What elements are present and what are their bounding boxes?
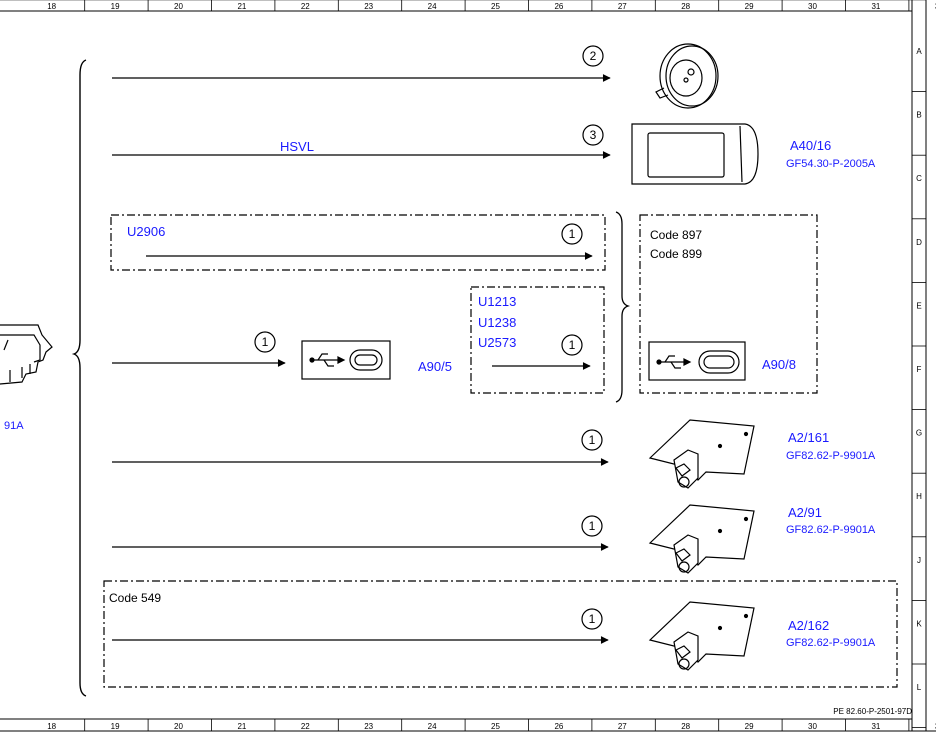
- svg-text:1: 1: [589, 519, 596, 533]
- a2-162-ref-link[interactable]: GF82.62-P-9901A: [786, 637, 876, 649]
- column-number: 26: [554, 2, 563, 11]
- a2-161-ref-link[interactable]: GF82.62-P-9901A: [786, 450, 876, 462]
- row-letter: D: [916, 238, 922, 247]
- marker-circle: 1: [581, 608, 603, 630]
- column-number: 30: [808, 722, 817, 731]
- column-number: 24: [428, 2, 437, 11]
- a2-161-label: A2/161: [788, 430, 829, 445]
- column-number: 23: [364, 722, 373, 731]
- svg-text:1: 1: [589, 433, 596, 447]
- marker-circle: 1: [561, 223, 583, 245]
- row-ruler: A B C D E F G H J K L: [912, 47, 926, 728]
- svg-text:1: 1: [569, 338, 576, 352]
- a2-91-label: A2/91: [788, 505, 822, 520]
- svg-text:1: 1: [589, 612, 596, 626]
- column-number: 21: [237, 2, 246, 11]
- row-letter: F: [917, 365, 922, 374]
- column-number: 31: [871, 722, 880, 731]
- column-number: 21: [237, 722, 246, 731]
- column-number: 20: [174, 2, 183, 11]
- document-reference: PE 82.60-P-2501-97D: [833, 707, 912, 716]
- optional-box-u2906: [110, 214, 606, 271]
- left-ref-label: 91A: [4, 420, 24, 432]
- round-device-icon: [655, 43, 719, 109]
- column-number: 27: [618, 722, 627, 731]
- marker-circle: 1: [581, 429, 603, 451]
- row-letter: H: [916, 492, 922, 501]
- optional-box-code897: [639, 214, 818, 394]
- row-letter: C: [916, 174, 922, 183]
- marker-circle: 1: [561, 334, 583, 356]
- optional-box-u1213: [470, 286, 605, 394]
- code-549: Code 549: [109, 591, 161, 605]
- antenna-module-icon: [648, 419, 755, 489]
- a90-8-label: A90/8: [762, 357, 796, 372]
- column-number: 23: [364, 2, 373, 11]
- column-number: 18: [47, 722, 56, 731]
- column-number: 19: [111, 722, 120, 731]
- row-letter: J: [917, 556, 921, 565]
- column-number: 28: [681, 722, 690, 731]
- a90-5-label: A90/5: [418, 359, 452, 374]
- column-number: 22: [301, 722, 310, 731]
- column-number: 26: [554, 722, 563, 731]
- code-897: Code 897: [650, 228, 702, 242]
- usb-c-port-icon: [648, 341, 746, 381]
- code-u2906: U2906: [127, 224, 165, 239]
- code-u1213: U1213: [478, 294, 516, 309]
- column-number: 31: [871, 2, 880, 11]
- row-letter: L: [917, 683, 922, 692]
- svg-text:2: 2: [590, 49, 597, 63]
- antenna-module-icon: [648, 601, 755, 671]
- column-number: 24: [428, 722, 437, 731]
- column-number: 32: [935, 2, 936, 11]
- column-number: 20: [174, 722, 183, 731]
- column-number: 30: [808, 2, 817, 11]
- row-letter: K: [916, 619, 922, 628]
- optional-box-code549: [103, 580, 898, 688]
- left-connector-partial: [0, 324, 53, 385]
- a2-162-label: A2/162: [788, 618, 829, 633]
- column-number: 22: [301, 2, 310, 11]
- column-ruler: 1818191920202121222223232424252526262727…: [47, 0, 936, 731]
- column-number: 32: [935, 722, 936, 731]
- a40-16-ref-link[interactable]: GF54.30-P-2005A: [786, 158, 876, 170]
- left-brace: [71, 59, 87, 697]
- inner-brace: [615, 211, 631, 403]
- code-u1238: U1238: [478, 315, 516, 330]
- svg-text:1: 1: [262, 335, 269, 349]
- code-u2573: U2573: [478, 335, 516, 350]
- column-number: 25: [491, 722, 500, 731]
- bus-label-hsvl: HSVL: [280, 139, 314, 154]
- row-letter: A: [916, 47, 922, 56]
- usb-c-port-icon: [301, 340, 391, 380]
- marker-circle: 1: [581, 515, 603, 537]
- column-number: 29: [745, 722, 754, 731]
- column-number: 27: [618, 2, 627, 11]
- column-number: 25: [491, 2, 500, 11]
- column-number: 29: [745, 2, 754, 11]
- a40-16-label: A40/16: [790, 138, 831, 153]
- a2-91-ref-link[interactable]: GF82.62-P-9901A: [786, 524, 876, 536]
- svg-text:1: 1: [569, 227, 576, 241]
- marker-circle: 2: [582, 45, 604, 67]
- display-unit-icon: [631, 123, 759, 185]
- antenna-module-icon: [648, 504, 755, 574]
- code-899: Code 899: [650, 247, 702, 261]
- column-number: 28: [681, 2, 690, 11]
- column-number: 18: [47, 2, 56, 11]
- row-letter: E: [916, 301, 921, 310]
- row-letter: B: [916, 111, 921, 120]
- row-letter: G: [916, 429, 922, 438]
- column-number: 19: [111, 2, 120, 11]
- svg-text:3: 3: [590, 128, 597, 142]
- marker-circle: 3: [582, 124, 604, 146]
- marker-circle: 1: [254, 331, 276, 353]
